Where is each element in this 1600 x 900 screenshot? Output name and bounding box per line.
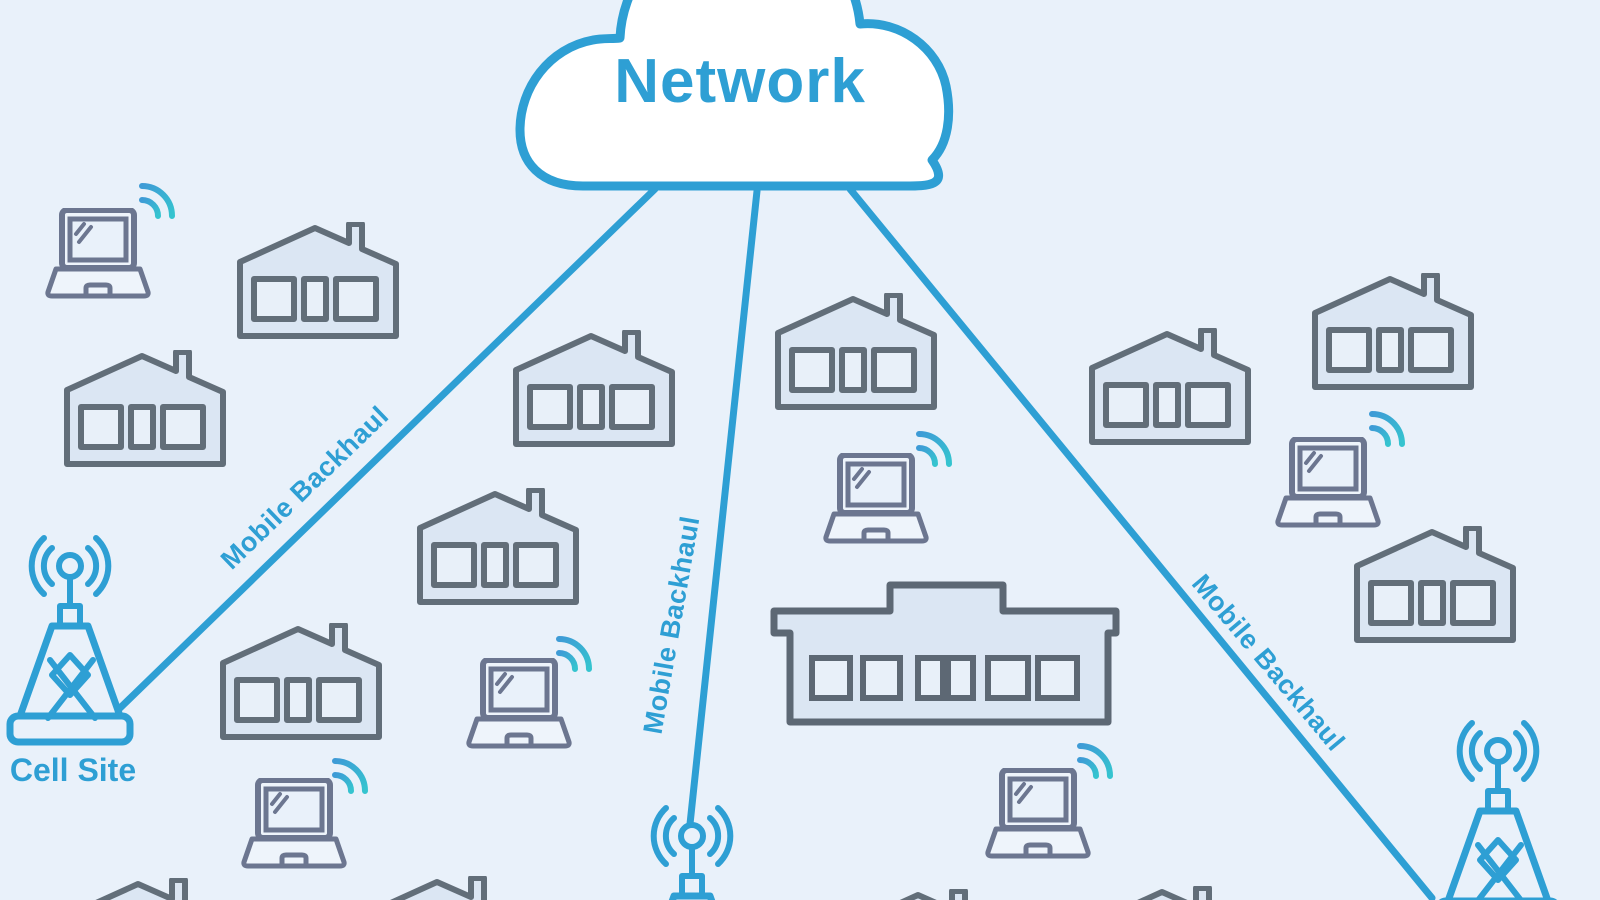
- wifi-signal-icon: [555, 633, 595, 673]
- house-icon: [63, 350, 227, 468]
- cell-tower-icon: [1424, 703, 1568, 900]
- house-icon: [219, 623, 383, 741]
- house-icon: [1083, 886, 1247, 900]
- cloud-icon: [515, 0, 954, 191]
- wifi-signal-icon: [138, 180, 178, 220]
- laptop-icon: [982, 768, 1094, 864]
- house-icon: [512, 330, 676, 448]
- mobile-backhaul-link: [846, 185, 1436, 900]
- house-icon: [1353, 526, 1517, 644]
- network-cloud-title: Network: [614, 47, 866, 116]
- office-building-icon: [770, 581, 1120, 726]
- house-icon: [839, 889, 1003, 900]
- house-icon: [236, 222, 400, 340]
- wifi-signal-icon: [1076, 740, 1116, 780]
- house-icon: [416, 488, 580, 606]
- house-icon: [358, 876, 522, 900]
- network-cloud: [495, 0, 975, 200]
- wifi-signal-icon: [915, 428, 955, 468]
- wifi-signal-icon: [1368, 408, 1408, 448]
- house-icon: [1311, 273, 1475, 391]
- house-icon: [59, 878, 223, 900]
- house-icon: [774, 293, 938, 411]
- wifi-signal-icon: [331, 755, 371, 795]
- mobile-backhaul-link: [686, 187, 761, 828]
- house-icon: [1088, 328, 1252, 446]
- cell-site-label: Cell Site: [9, 752, 137, 788]
- mobile-backhaul-link: [114, 185, 659, 714]
- cell-tower-icon: [618, 788, 762, 900]
- laptop-icon: [1272, 437, 1384, 533]
- laptop-icon: [42, 208, 154, 304]
- cell-tower-icon: [0, 518, 140, 750]
